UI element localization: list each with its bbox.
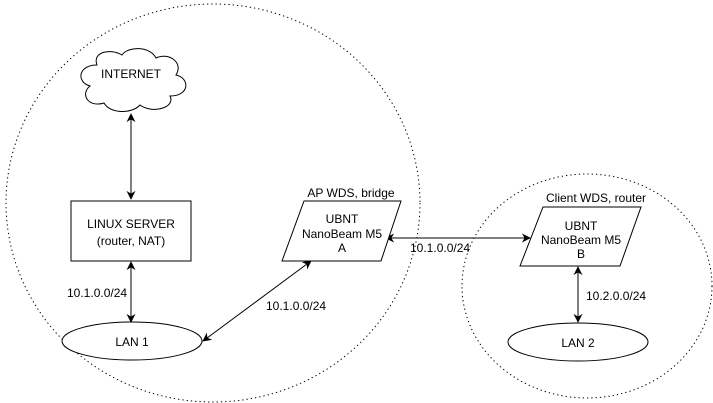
nanobeam-a-caption: AP WDS, bridge [307, 186, 394, 200]
lan1-node[interactable]: LAN 1 [61, 321, 203, 361]
edge-label-nanobeam-link: 10.1.0.0/24 [410, 241, 470, 255]
nanobeam-a-line1: UBNT [326, 212, 359, 226]
nanobeam-a-line2: NanoBeam M5 [302, 227, 382, 241]
lan2-node[interactable]: LAN 2 [507, 322, 649, 362]
zone-b-boundary [461, 173, 713, 399]
nanobeam-b-line3: B [577, 247, 585, 261]
edge-label-lan1-nanobeam-a: 10.1.0.0/24 [266, 299, 326, 313]
linux-server-node[interactable]: LINUX SERVER (router, NAT) [70, 200, 192, 262]
internet-cloud-node[interactable]: INTERNET [80, 48, 187, 112]
edge-label-nanobeam-b-lan2: 10.2.0.0/24 [586, 289, 646, 303]
lan2-label: LAN 2 [561, 336, 595, 350]
nanobeam-a-parallelogram [281, 200, 402, 262]
edge-lan1-nanobeam-a [202, 260, 312, 342]
linux-server-box [70, 200, 192, 262]
nanobeam-a-node[interactable]: AP WDS, bridge UBNT NanoBeam M5 A [281, 186, 402, 262]
nanobeam-a-line3: A [338, 241, 346, 255]
lan1-ellipse [61, 321, 203, 361]
nanobeam-b-line1: UBNT [565, 219, 598, 233]
internet-label: INTERNET [101, 67, 162, 81]
linux-server-subtitle: (router, NAT) [97, 234, 165, 248]
lan2-ellipse [507, 322, 649, 362]
lan1-label: LAN 1 [115, 335, 149, 349]
nanobeam-b-parallelogram [519, 206, 642, 267]
zone-a-boundary [5, 3, 421, 403]
nanobeam-b-caption: Client WDS, router [546, 191, 646, 205]
edge-label-linux-lan1: 10.1.0.0/24 [67, 286, 127, 300]
linux-server-title: LINUX SERVER [87, 217, 175, 231]
cloud-icon [80, 48, 187, 112]
nanobeam-b-line2: NanoBeam M5 [541, 233, 621, 247]
nanobeam-b-node[interactable]: Client WDS, router UBNT NanoBeam M5 B [519, 191, 646, 267]
